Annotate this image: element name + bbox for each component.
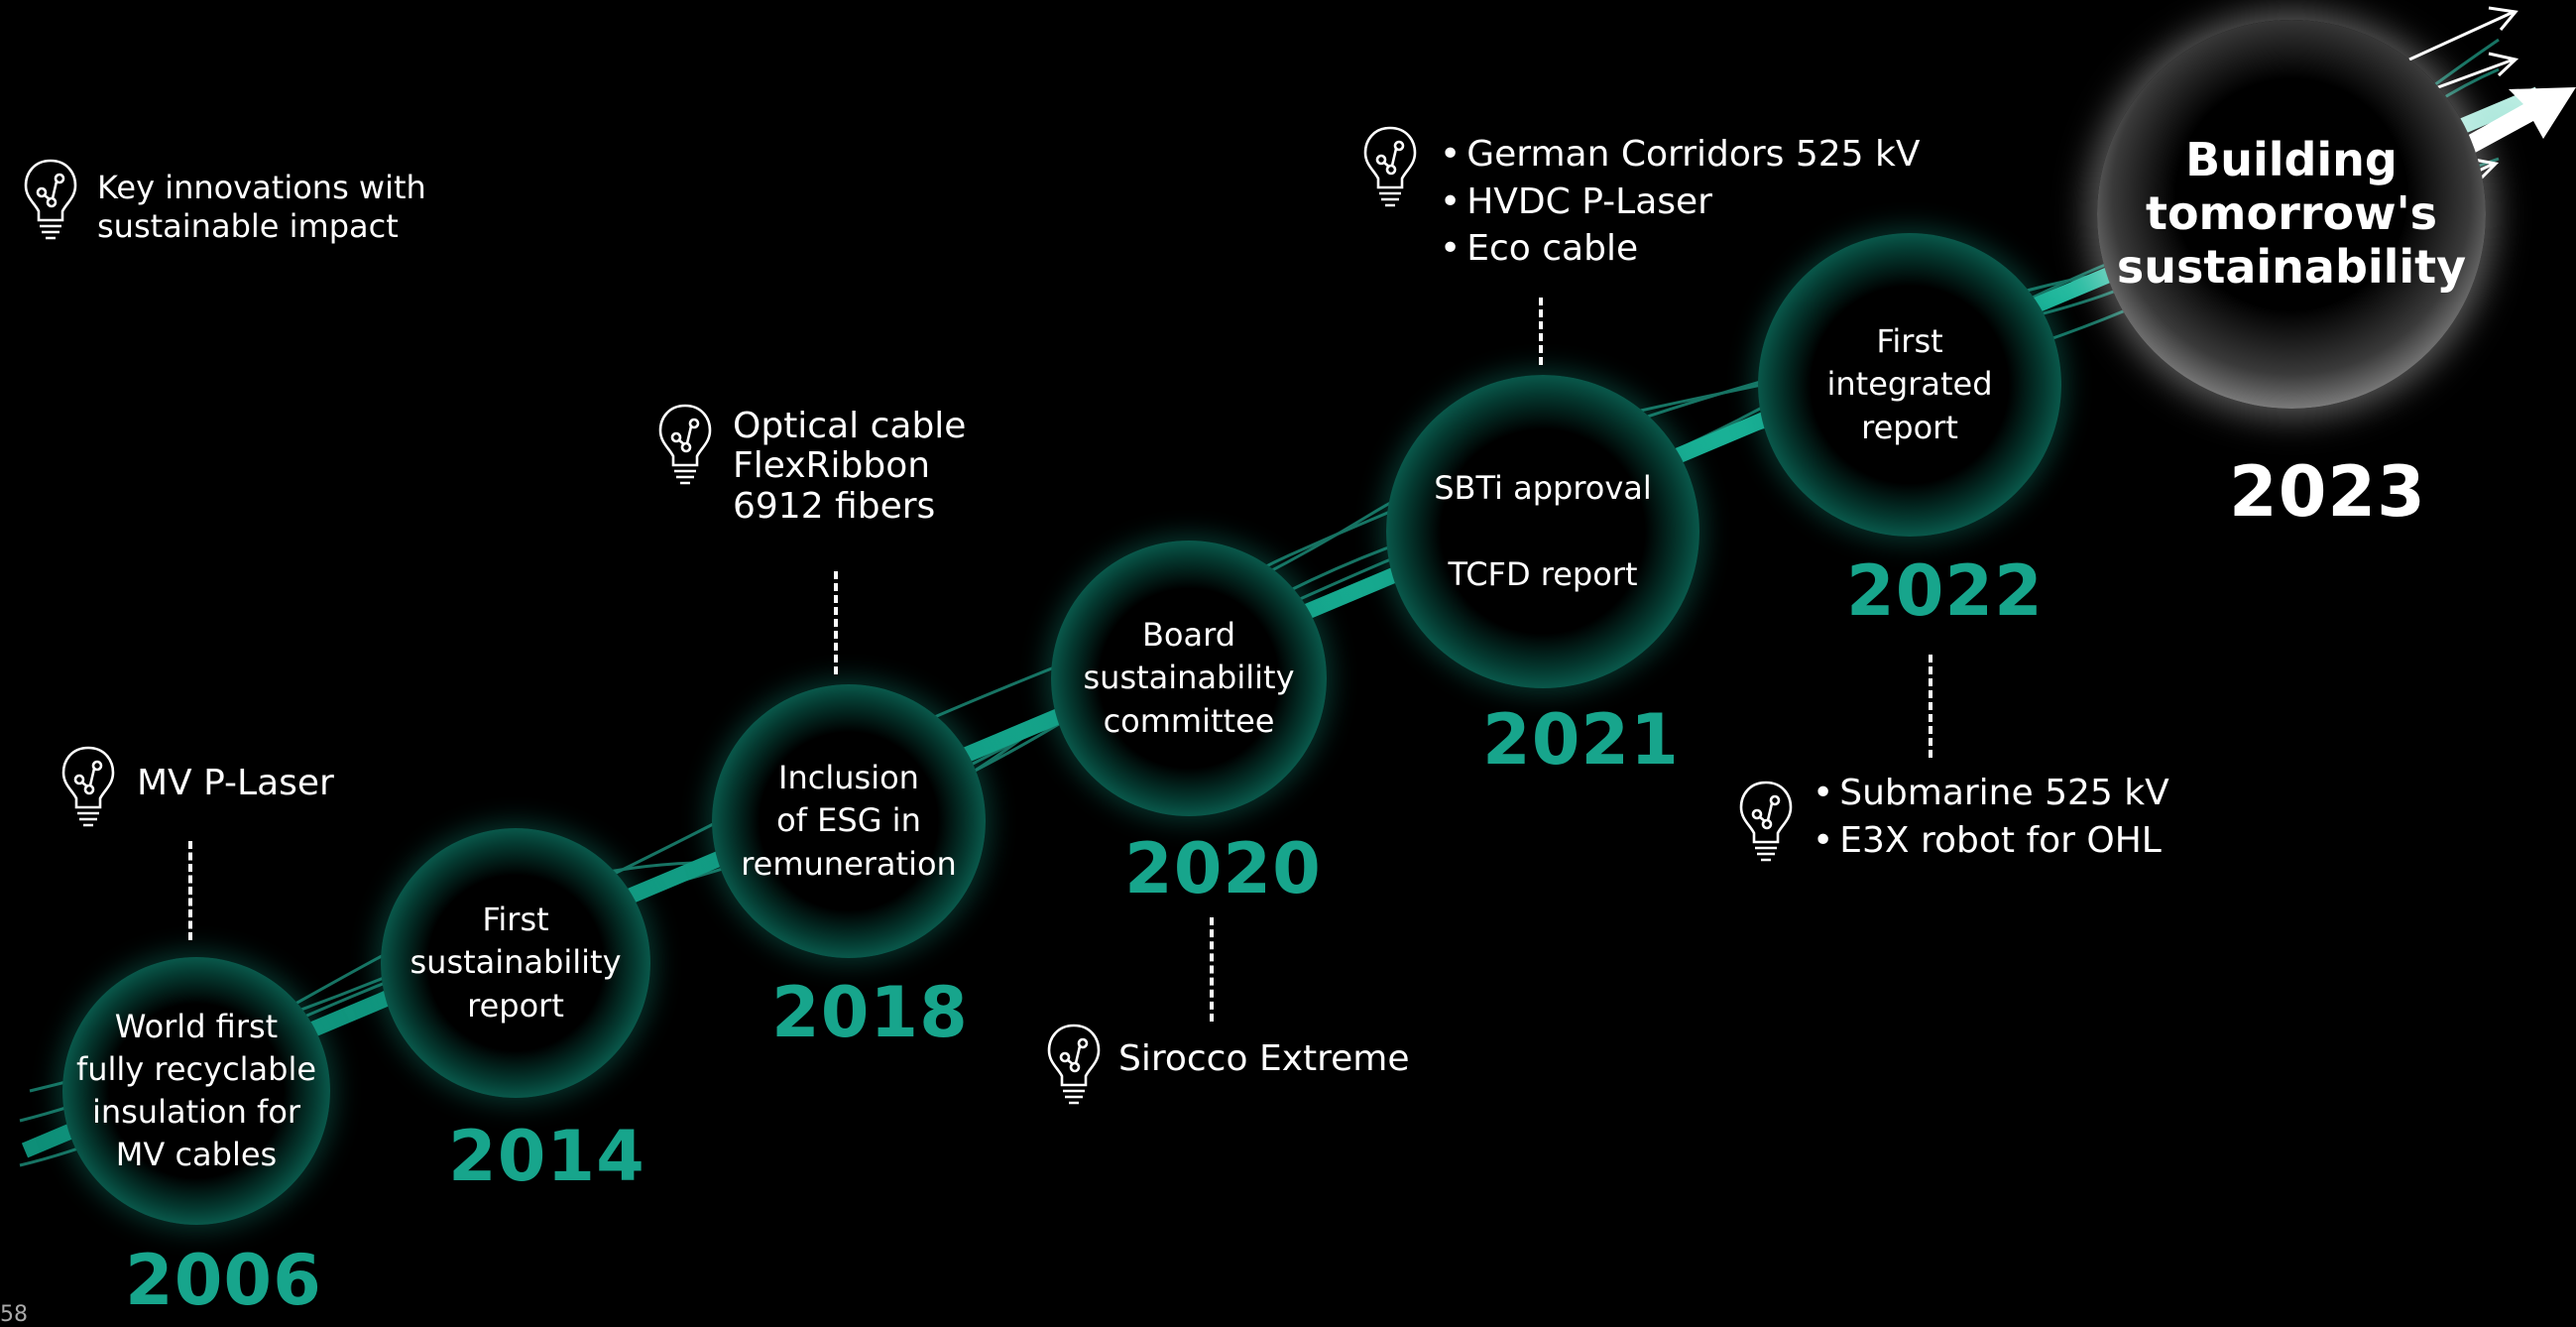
connector-2021 <box>1539 298 1543 365</box>
innovation-2022-item-1: Submarine 525 kV <box>1813 770 2169 817</box>
innovation-2022-list: Submarine 525 kV E3X robot for OHL <box>1813 770 2169 864</box>
innovation-2021-item-2: HVDC P-Laser <box>1440 179 1920 226</box>
year-2020: 2020 <box>1124 828 1322 909</box>
lightbulb-icon <box>658 404 712 485</box>
year-2018: 2018 <box>771 972 969 1053</box>
innovation-2018: Optical cable FlexRibbon 6912 fibers <box>733 406 967 527</box>
year-2023: 2023 <box>2229 451 2426 533</box>
year-2006: 2006 <box>125 1240 322 1321</box>
legend-label: Key innovations with sustainable impact <box>97 169 426 246</box>
innovation-2020: Sirocco Extreme <box>1118 1038 1410 1079</box>
milestone-2021-text: SBTi approval TCFD report <box>1434 469 1652 593</box>
milestone-2014-circle: First sustainability report <box>381 828 650 1098</box>
year-2022: 2022 <box>1846 550 2044 632</box>
lightbulb-icon <box>1047 1024 1101 1105</box>
innovation-2006: MV P-Laser <box>137 763 334 803</box>
lightbulb-icon <box>1739 781 1793 862</box>
milestone-2020-text: Board sustainability committee <box>1083 616 1295 740</box>
milestone-2018-circle: Inclusion of ESG in remuneration <box>712 684 986 958</box>
innovation-2022-item-2: E3X robot for OHL <box>1813 817 2169 865</box>
milestone-2022-text: First integrated report <box>1826 322 1993 446</box>
milestone-2014-text: First sustainability report <box>410 901 622 1025</box>
arrow-top <box>2408 6 2518 61</box>
year-2021: 2021 <box>1482 699 1680 781</box>
milestone-2006-circle: World first fully recyclable insulation … <box>62 957 330 1225</box>
connector-2022 <box>1929 655 1932 758</box>
lightbulb-icon <box>61 746 115 827</box>
lightbulb-icon <box>1363 126 1417 207</box>
milestone-2006-text: World first fully recyclable insulation … <box>75 1007 317 1174</box>
milestone-2020-circle: Board sustainability committee <box>1051 541 1327 816</box>
lightbulb-icon <box>24 159 77 240</box>
page-number: 58 <box>0 1302 28 1327</box>
milestone-2021-circle: SBTi approval TCFD report <box>1386 375 1699 688</box>
connector-2006 <box>188 841 192 940</box>
milestone-2022-circle: First integrated report <box>1758 233 2061 537</box>
milestone-2023-circle: Building tomorrow's sustainability <box>2097 20 2486 409</box>
milestone-2018-text: Inclusion of ESG in remuneration <box>741 759 957 883</box>
connector-2020 <box>1210 917 1214 1022</box>
innovation-2021-list: German Corridors 525 kV HVDC P-Laser Eco… <box>1440 131 1920 273</box>
connector-2018 <box>834 571 838 674</box>
milestone-2023-text: Building tomorrow's sustainability <box>2116 133 2467 294</box>
innovation-2021-item-1: German Corridors 525 kV <box>1440 131 1920 179</box>
innovation-2021-item-3: Eco cable <box>1440 225 1920 273</box>
year-2014: 2014 <box>448 1116 645 1197</box>
